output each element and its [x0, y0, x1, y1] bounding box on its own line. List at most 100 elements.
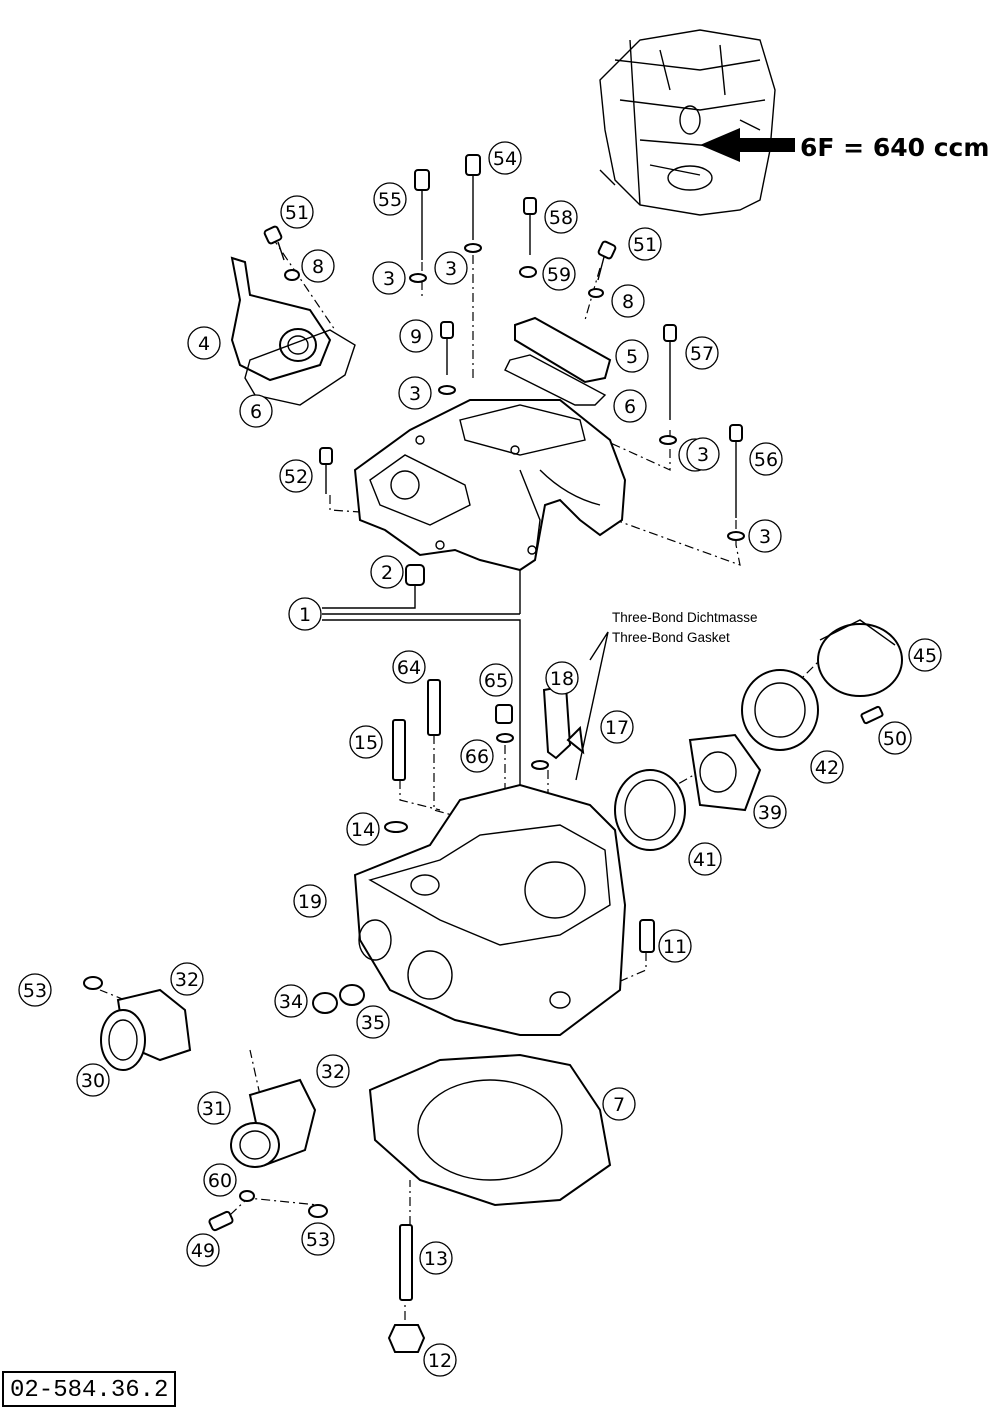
- callout-circle: [685, 336, 719, 370]
- text-labels: 6F = 640 ccm Three-Bond Dichtmasse Three…: [612, 133, 989, 645]
- engine-arrow: [700, 128, 795, 162]
- callout-circle: [392, 650, 426, 684]
- callout-34: 34: [274, 984, 308, 1018]
- callout-number: 51: [633, 234, 657, 256]
- callout-circle: [602, 1087, 636, 1121]
- callout-circle: [611, 284, 645, 318]
- callout-number: 8: [622, 291, 634, 313]
- callout-number: 51: [285, 202, 309, 224]
- callout-number: 18: [550, 668, 574, 690]
- callout-number: 66: [465, 746, 489, 768]
- callout-number: 3: [383, 268, 395, 290]
- callout-number: 3: [697, 444, 709, 466]
- cylinder-head: [353, 783, 627, 1036]
- callout-circle: [688, 842, 722, 876]
- callout-circle: [274, 984, 308, 1018]
- callout-number: 50: [883, 728, 907, 750]
- callout-number: 34: [279, 991, 303, 1013]
- callout-3: 3: [686, 437, 720, 471]
- callout-17: 17: [600, 710, 634, 744]
- callout-number: 45: [913, 645, 937, 667]
- callout-51: 51: [628, 227, 662, 261]
- engine-thumbnail: [599, 29, 776, 216]
- callout-circle: [288, 597, 322, 631]
- callout-6: 6: [239, 394, 273, 428]
- callout-58: 58: [544, 200, 578, 234]
- sealant-note-en: Three-Bond Gasket: [612, 630, 730, 645]
- callout-number: 55: [378, 189, 402, 211]
- callout-31: 31: [197, 1091, 231, 1125]
- callout-number: 64: [397, 657, 421, 679]
- callout-53: 53: [301, 1222, 335, 1256]
- callout-51: 51: [280, 195, 314, 229]
- callout-6: 6: [613, 389, 647, 423]
- callout-number: 3: [409, 383, 421, 405]
- callout-60: 60: [203, 1163, 237, 1197]
- callout-3: 3: [434, 251, 468, 285]
- callout-55: 55: [373, 182, 407, 216]
- callout-number: 42: [815, 757, 839, 779]
- sealant-note-de: Three-Bond Dichtmasse: [612, 610, 758, 625]
- callout-circle: [18, 973, 52, 1007]
- callout-30: 30: [76, 1063, 110, 1097]
- callout-52: 52: [279, 459, 313, 493]
- callout-labels: 1233333345667889111213141517181930313232…: [18, 141, 942, 1377]
- callout-14: 14: [346, 812, 380, 846]
- head-gasket-part-7: [368, 1053, 612, 1207]
- callout-7: 7: [602, 1087, 636, 1121]
- callout-number: 13: [424, 1248, 448, 1270]
- callout-circle: [542, 257, 576, 291]
- callout-number: 4: [198, 333, 210, 355]
- callout-circle: [615, 339, 649, 373]
- callout-circle: [628, 227, 662, 261]
- callout-11: 11: [658, 929, 692, 963]
- callout-19: 19: [293, 884, 327, 918]
- callout-circle: [810, 750, 844, 784]
- callout-circle: [878, 721, 912, 755]
- callout-number: 7: [613, 1094, 625, 1116]
- callout-41: 41: [688, 842, 722, 876]
- callout-number: 6: [250, 401, 262, 423]
- callout-number: 57: [690, 343, 714, 365]
- callout-number: 59: [547, 264, 571, 286]
- callout-number: 52: [284, 466, 308, 488]
- callout-number: 32: [175, 969, 199, 991]
- callout-circle: [488, 141, 522, 175]
- callout-circle: [293, 884, 327, 918]
- callout-circle: [434, 251, 468, 285]
- callout-number: 39: [758, 802, 782, 824]
- callout-66: 66: [460, 739, 494, 773]
- callout-number: 8: [312, 256, 324, 278]
- callout-circle: [658, 929, 692, 963]
- callout-number: 14: [351, 819, 375, 841]
- callout-circle: [398, 376, 432, 410]
- callout-number: 2: [381, 562, 393, 584]
- lower-parts: [83, 679, 655, 1353]
- callout-2: 2: [370, 555, 404, 589]
- callout-circle: [908, 638, 942, 672]
- callout-number: 17: [605, 717, 629, 739]
- drawing-code: 02-584.36.2: [2, 1371, 177, 1407]
- parts-drawing: [83, 29, 903, 1353]
- callout-number: 11: [663, 936, 687, 958]
- callout-circle: [239, 394, 273, 428]
- callout-57: 57: [685, 336, 719, 370]
- callout-1: 1: [288, 597, 322, 631]
- callout-circle: [76, 1063, 110, 1097]
- callout-circle: [301, 1222, 335, 1256]
- callout-number: 32: [321, 1061, 345, 1083]
- callout-circle: [749, 442, 783, 476]
- callout-circle: [544, 200, 578, 234]
- callout-number: 5: [626, 346, 638, 368]
- callout-8: 8: [611, 284, 645, 318]
- callout-circle: [399, 319, 433, 353]
- callout-50: 50: [878, 721, 912, 755]
- callout-number: 15: [354, 732, 378, 754]
- callout-circle: [753, 795, 787, 829]
- leader-line: [575, 631, 609, 781]
- callout-3: 3: [748, 519, 782, 553]
- callout-49: 49: [186, 1233, 220, 1267]
- callout-54: 54: [488, 141, 522, 175]
- callout-number: 58: [549, 207, 573, 229]
- callout-number: 31: [202, 1098, 226, 1120]
